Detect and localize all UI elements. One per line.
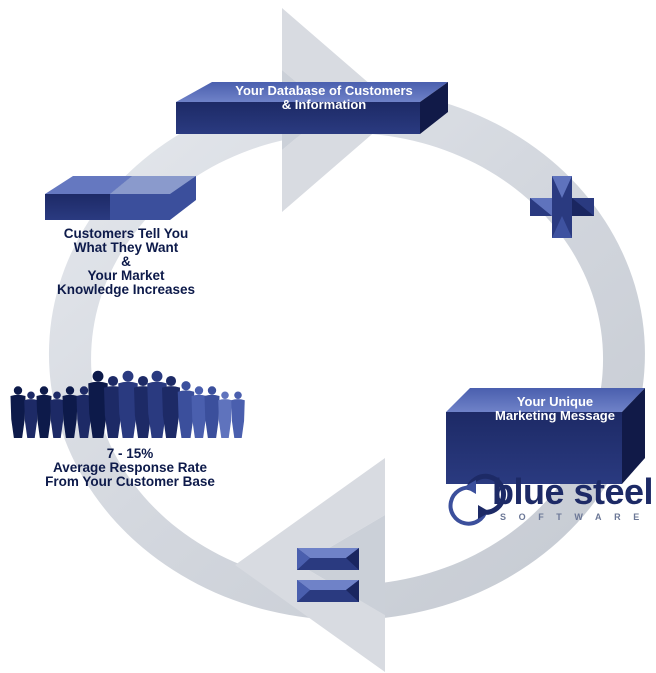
- marketing-box: [446, 388, 645, 484]
- customers-label-line1: Customers Tell You: [63, 226, 189, 241]
- database-label-line1: Your Database of Customers: [235, 83, 413, 98]
- database-box: [176, 82, 448, 134]
- response-label-line3: From Your Customer Base: [45, 474, 215, 489]
- marketing-label-line1: Your Unique: [516, 394, 594, 409]
- response-label-line2: Average Response Rate: [52, 460, 208, 475]
- crowd-icon: [10, 370, 245, 438]
- database-label-line2: & Information: [281, 97, 367, 112]
- logo-swirl-icon: [448, 473, 506, 526]
- customers-label-line5: Knowledge Increases: [56, 282, 196, 297]
- database-label: Your Database of Customers & Information: [232, 84, 416, 112]
- marketing-label: Your Unique Marketing Message: [480, 395, 630, 423]
- arrowhead-bottom: [235, 458, 385, 672]
- logo-name: blue steel: [492, 471, 654, 512]
- customers-label: Customers Tell You What They Want & Your…: [36, 227, 216, 297]
- plus-icon: [530, 176, 594, 238]
- logo-sub: SOFTWARE: [500, 512, 652, 522]
- customers-label-line4: Your Market: [87, 268, 165, 283]
- response-label-line1: 7 - 15%: [106, 446, 154, 461]
- customers-label-line2: What They Want: [73, 240, 179, 255]
- customers-box: [45, 176, 196, 220]
- marketing-label-line2: Marketing Message: [495, 408, 615, 423]
- customers-label-line3: &: [121, 254, 131, 269]
- response-label: 7 - 15% Average Response Rate From Your …: [30, 447, 230, 489]
- equals-icon: [297, 548, 359, 602]
